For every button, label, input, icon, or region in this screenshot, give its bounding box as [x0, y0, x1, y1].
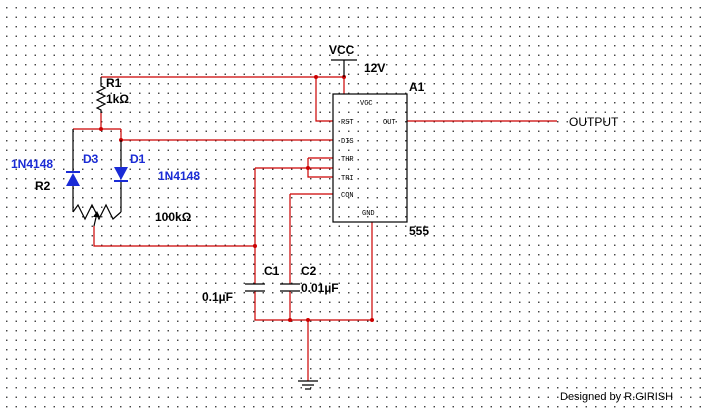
pin-thr: THR [341, 156, 354, 164]
potentiometer-r2-zigzag [72, 203, 122, 221]
c1-ref: C1 [264, 264, 280, 278]
d1-part: 1N4148 [158, 169, 200, 183]
wire-vcc-to-rst [315, 77, 333, 122]
diode-d1: D1 1N4148 [114, 140, 200, 206]
pin-rst: RST [341, 119, 354, 127]
r2-ref: R2 [35, 179, 51, 193]
ic-part: 555 [409, 224, 429, 238]
r1-value: 1kΩ [106, 92, 129, 106]
r1-ref: R1 [106, 76, 122, 90]
pin-dis: DIS [341, 138, 354, 146]
d3-part: 1N4148 [11, 157, 53, 171]
c2-value: 0.01µF [301, 281, 339, 295]
junction-gnd-c [370, 318, 374, 322]
capacitor-c1: C1 0.1µF [202, 264, 280, 304]
c1-value: 0.1µF [202, 290, 233, 304]
d1-ref: D1 [130, 152, 146, 166]
junctions [99, 75, 374, 322]
r2-value: 100kΩ [155, 210, 192, 224]
diode-d1-triangle [114, 167, 128, 180]
diode-d3: 1N4148 D3 [11, 129, 99, 206]
wire-thr-tri [307, 158, 333, 178]
potentiometer-r2-arrow [93, 211, 100, 217]
wires [73, 76, 557, 381]
ic-refdes: A1 [409, 80, 425, 94]
pin-con: CON [341, 192, 354, 200]
potentiometer-r2: R2 100kΩ [35, 179, 192, 227]
ic-body [332, 93, 408, 223]
vcc-label: VCC [329, 43, 355, 57]
c2-ref: C2 [301, 264, 317, 278]
junction-diode-node [99, 127, 103, 131]
resistor-r1: R1 1kΩ [95, 76, 129, 113]
ground-symbol [298, 380, 318, 390]
wire-wiper [93, 226, 255, 247]
designer-credit: Designed by R.GIRISH [560, 391, 673, 403]
resistor-r1-zigzag [95, 77, 107, 113]
ic-555: A1 555 VCC RST OUT DIS THR TRI CON GND [332, 80, 429, 238]
junction-gnd-b [306, 318, 310, 322]
output-label: OUTPUT [569, 115, 619, 129]
junction-vcc [314, 75, 318, 79]
pin-out: OUT [383, 119, 396, 127]
junction-thr [306, 166, 310, 170]
pin-vcc: VCC [360, 100, 373, 108]
vcc-symbol: VCC 12V [329, 43, 385, 77]
wire-ground-rail [254, 291, 372, 321]
pin-tri: TRI [341, 175, 354, 183]
diode-d3-triangle [66, 173, 80, 186]
junction-timing [253, 244, 257, 248]
junction-gnd-a [288, 318, 292, 322]
capacitor-c2: C2 0.01µF [280, 264, 339, 295]
d3-ref: D3 [83, 152, 99, 166]
pin-gnd: GND [362, 210, 375, 218]
vcc-voltage: 12V [364, 61, 385, 75]
